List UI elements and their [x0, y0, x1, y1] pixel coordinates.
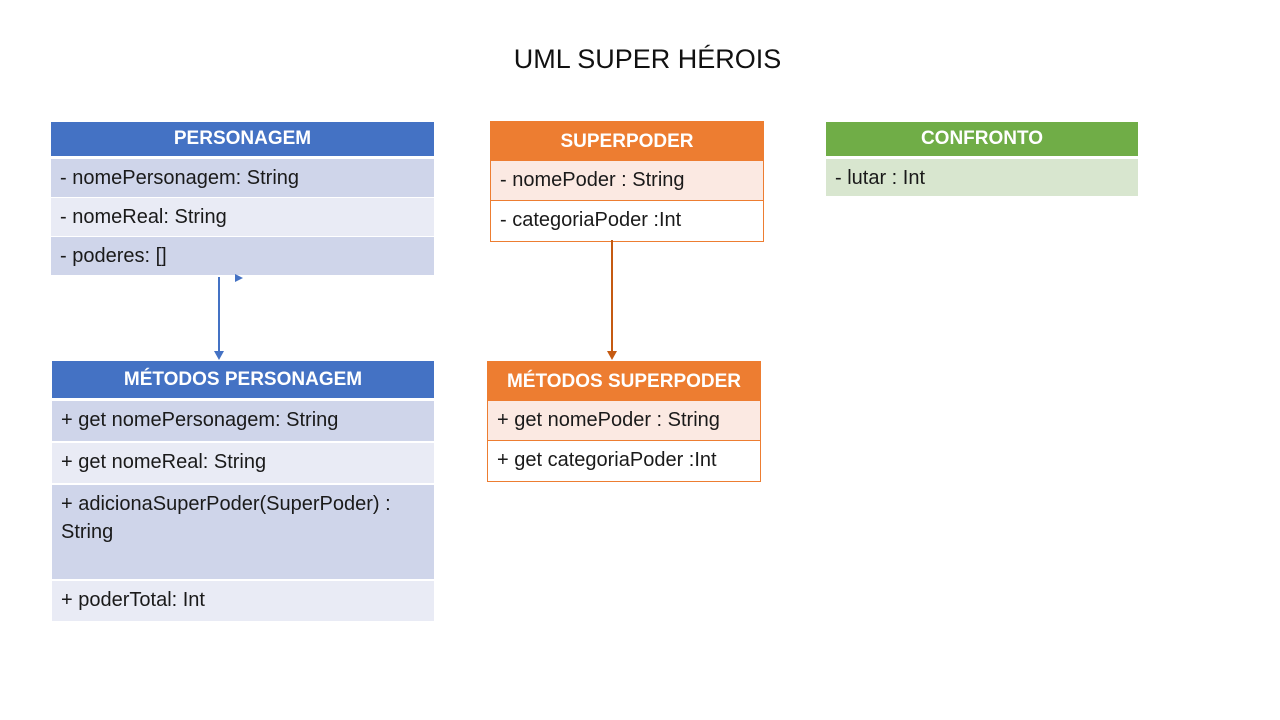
method-row: + get nomePersonagem: String	[52, 401, 434, 443]
class-header: MÉTODOS SUPERPODER	[488, 362, 760, 401]
attribute-row: - nomePersonagem: String	[51, 159, 434, 198]
class-header: PERSONAGEM	[51, 122, 434, 159]
attribute-row: - poderes: []	[51, 237, 434, 276]
arrowhead-down	[607, 351, 617, 360]
class-header: CONFRONTO	[826, 122, 1138, 159]
class-confronto[interactable]: CONFRONTO - lutar : Int	[826, 122, 1138, 196]
arrowhead-small	[235, 274, 243, 282]
diagram-title: UML SUPER HÉROIS	[513, 44, 782, 74]
class-header: MÉTODOS PERSONAGEM	[52, 361, 434, 401]
method-row: + get categoriaPoder :Int	[488, 441, 760, 481]
method-row: + get nomeReal: String	[52, 443, 434, 485]
class-metodos-personagem[interactable]: MÉTODOS PERSONAGEM + get nomePersonagem:…	[52, 361, 434, 623]
class-personagem[interactable]: PERSONAGEM - nomePersonagem: String - no…	[51, 122, 434, 276]
attribute-row: - nomeReal: String	[51, 198, 434, 237]
attribute-row: - nomePoder : String	[491, 161, 763, 201]
method-row: + poderTotal: Int	[52, 581, 434, 623]
method-row: + adicionaSuperPoder(SuperPoder) : Strin…	[52, 485, 434, 581]
arrowhead-down	[214, 351, 224, 360]
attribute-row: - lutar : Int	[826, 159, 1138, 196]
method-row: + get nomePoder : String	[488, 401, 760, 441]
class-metodos-superpoder[interactable]: MÉTODOS SUPERPODER + get nomePoder : Str…	[487, 361, 761, 482]
class-superpoder[interactable]: SUPERPODER - nomePoder : String - catego…	[490, 121, 764, 242]
class-header: SUPERPODER	[491, 122, 763, 161]
attribute-row: - categoriaPoder :Int	[491, 201, 763, 241]
